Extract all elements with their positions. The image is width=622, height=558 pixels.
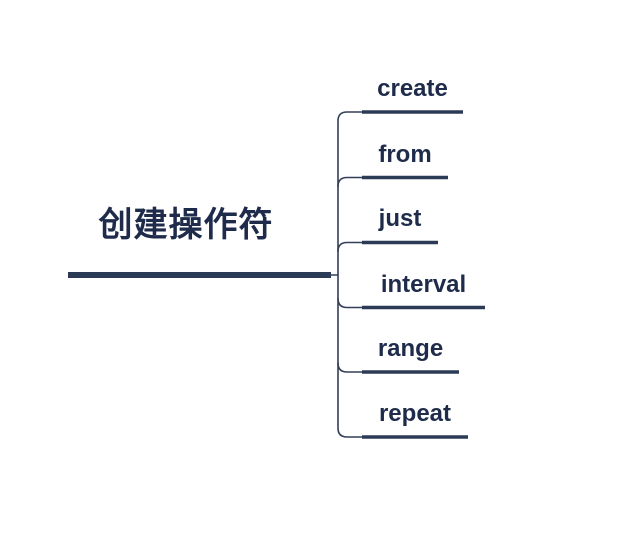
root-topic-label: 创建操作符 [98, 206, 274, 244]
subtopic-interval[interactable]: interval [362, 260, 485, 300]
subtopic-from[interactable]: from [362, 130, 448, 170]
branch-connector-range [337, 362, 364, 373]
subtopic-label: from [378, 141, 432, 168]
branch-connector-just [337, 241, 364, 253]
root-topic[interactable]: 创建操作符 [56, 204, 316, 244]
subtopic-create[interactable]: create [362, 64, 463, 104]
branch-connector-from [337, 176, 364, 188]
subtopic-label: repeat [378, 400, 452, 427]
subtopic-label: create [377, 75, 448, 102]
trunk-connector [337, 111, 364, 438]
subtopic-range[interactable]: range [362, 324, 459, 364]
subtopic-repeat[interactable]: repeat [362, 389, 468, 429]
subtopic-label: just [378, 205, 422, 232]
subtopic-label: range [377, 335, 444, 362]
subtopic-just[interactable]: just [362, 194, 438, 234]
subtopic-label: interval [380, 271, 467, 298]
branch-connector-interval [337, 297, 364, 309]
